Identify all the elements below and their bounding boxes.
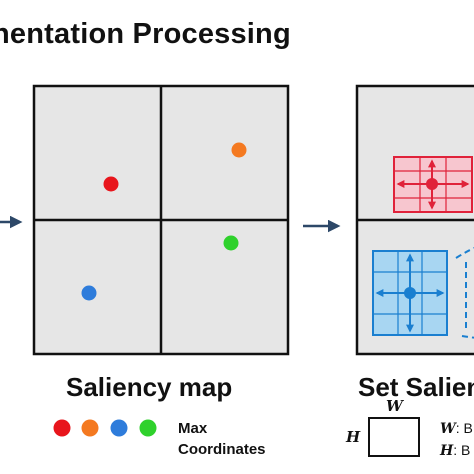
- height-symbol: H: [346, 428, 361, 446]
- legend-text-max: Max: [178, 420, 208, 437]
- red-saliency-region: [393, 156, 473, 213]
- saliency-map-panel: [32, 84, 290, 356]
- legend-dot-red: [53, 419, 71, 437]
- saliency-point-blue: [81, 285, 97, 301]
- saliency-point-green: [223, 235, 239, 251]
- saliency-map-label: Saliency map: [66, 372, 233, 402]
- page-title: nentation Processing: [0, 18, 291, 50]
- legend-dot-blue: [110, 419, 128, 437]
- saliency-point-red: [103, 176, 119, 192]
- width-description: W: B: [440, 420, 473, 437]
- legend-dot-orange: [81, 419, 99, 437]
- set-saliency-label: Set Salien: [358, 372, 474, 402]
- legend-dot-green: [139, 419, 157, 437]
- height-description: H: B: [440, 442, 471, 459]
- saliency-point-orange: [231, 142, 247, 158]
- box-size-legend: [368, 417, 420, 457]
- dashed-connector: [455, 247, 474, 339]
- width-symbol: W: [386, 397, 403, 415]
- blue-saliency-region: [372, 250, 448, 336]
- legend-text-coordinates: Coordinates: [178, 441, 266, 458]
